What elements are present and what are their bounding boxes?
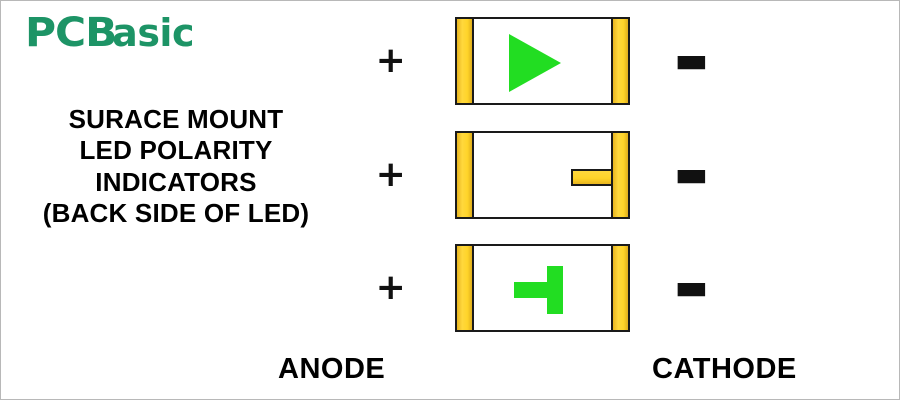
cathode-end-cap-2 <box>610 131 630 219</box>
anode-label: ANODE <box>278 353 386 385</box>
anode-end-cap-2 <box>454 131 474 219</box>
caption-line-3: INDICATORS <box>95 166 257 197</box>
tab-marker-icon <box>570 169 613 186</box>
anode-end-cap-3 <box>454 244 474 332</box>
cathode-minus-symbol-2: ▬ <box>674 154 709 195</box>
tee-marker-bar <box>513 282 554 298</box>
anode-plus-symbol-1: + <box>375 40 406 81</box>
anode-plus-symbol-3: + <box>375 267 406 308</box>
logo-text-asic: asic <box>112 11 194 55</box>
led-package-body-1 <box>454 17 630 105</box>
caption-line-4: (BACK SIDE OF LED) <box>42 198 310 229</box>
led-diagram-row-triangle: + ▬ <box>371 15 711 107</box>
tee-marker-stem <box>546 266 563 314</box>
led-diagram-row-tab: + ▬ <box>371 129 711 221</box>
cathode-end-cap-3 <box>610 244 630 332</box>
anode-plus-symbol-2: + <box>375 154 406 195</box>
caption-line-1: SURACE MOUNT <box>68 104 284 134</box>
cathode-minus-symbol-3: ▬ <box>674 267 709 308</box>
led-package-body-3 <box>454 244 630 332</box>
cathode-minus-symbol-1: ▬ <box>674 40 709 81</box>
cathode-end-cap-1 <box>610 17 630 105</box>
caption-block: SURACE MOUNT LED POLARITY INDICATORS (BA… <box>1 104 351 230</box>
led-diagram-row-tee: + ▬ <box>371 242 711 334</box>
cathode-label: CATHODE <box>652 353 797 385</box>
led-package-body-2 <box>454 131 630 219</box>
logo-text-pcb: PCB <box>25 10 117 56</box>
triangle-marker-icon <box>508 34 561 92</box>
tee-marker-icon <box>513 266 563 314</box>
caption-line-2: LED POLARITY <box>79 135 273 166</box>
anode-end-cap-1 <box>454 17 474 105</box>
